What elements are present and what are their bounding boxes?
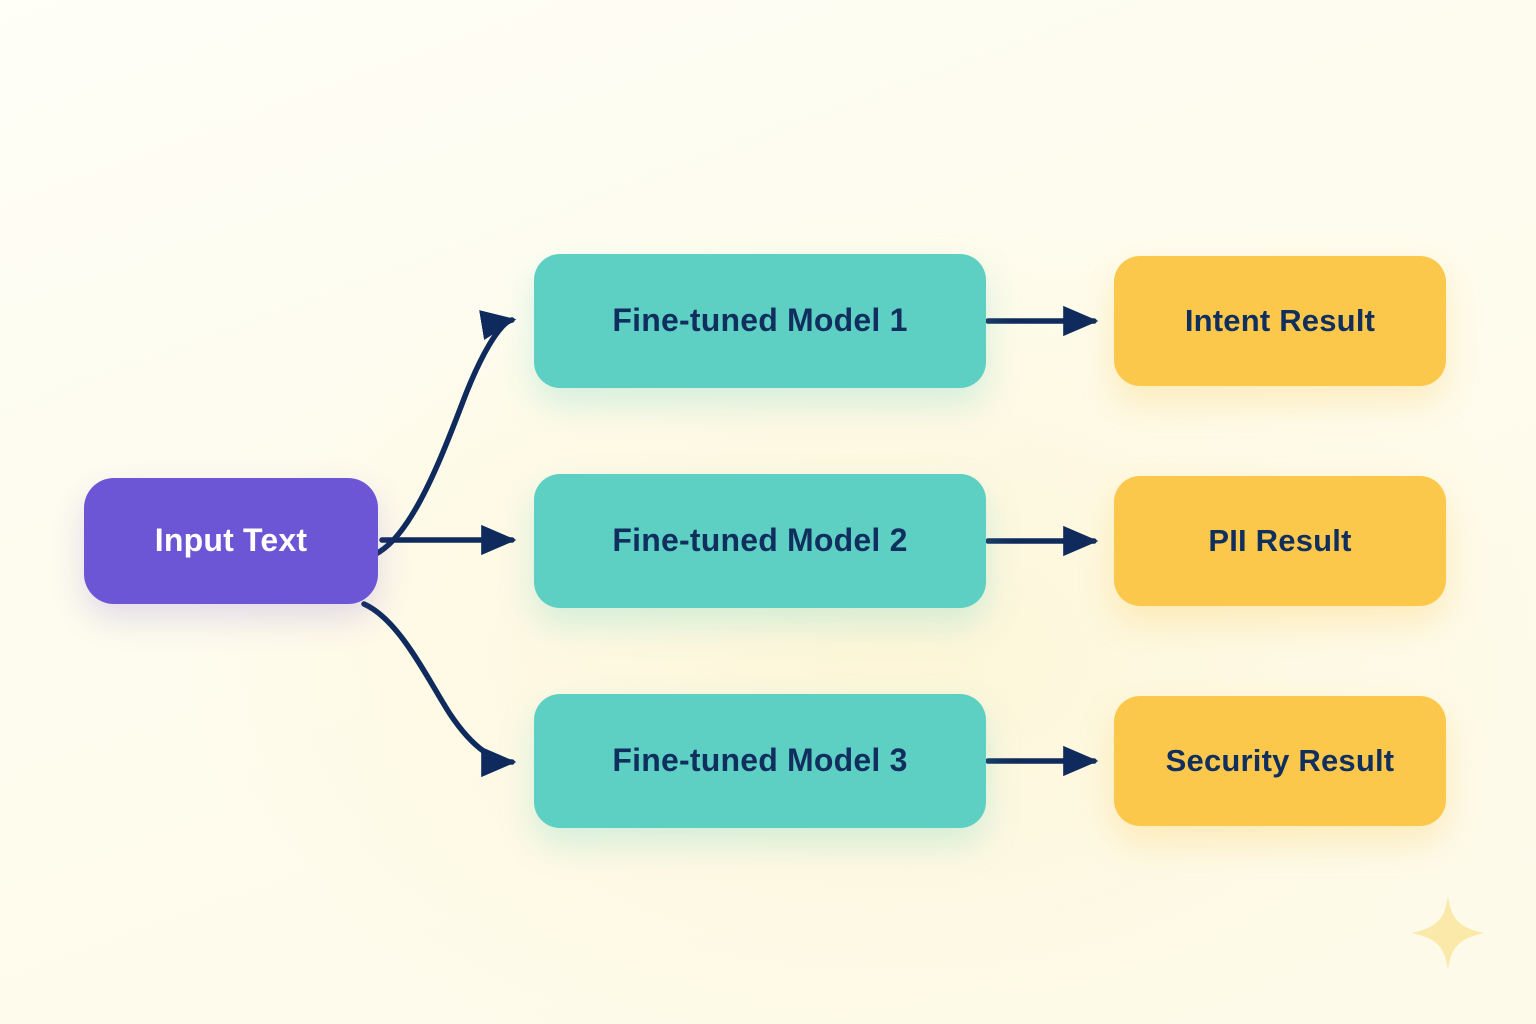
edge-input-to-model-1 — [361, 310, 517, 561]
node-security-result[interactable]: Security Result — [1114, 696, 1446, 826]
edge-input-to-model-3 — [361, 601, 517, 778]
node-pii-result[interactable]: PII Result — [1114, 476, 1446, 606]
node-input-text[interactable]: Input Text — [84, 478, 378, 604]
node-fine-tuned-model-2-label: Fine-tuned Model 2 — [612, 522, 908, 559]
node-intent-result[interactable]: Intent Result — [1114, 256, 1446, 386]
node-fine-tuned-model-1[interactable]: Fine-tuned Model 1 — [534, 254, 986, 388]
node-input-text-label: Input Text — [154, 522, 308, 559]
node-fine-tuned-model-3-label: Fine-tuned Model 3 — [612, 742, 908, 779]
node-fine-tuned-model-2[interactable]: Fine-tuned Model 2 — [534, 474, 986, 608]
node-fine-tuned-model-1-label: Fine-tuned Model 1 — [612, 302, 908, 339]
node-fine-tuned-model-3[interactable]: Fine-tuned Model 3 — [534, 694, 986, 828]
node-pii-result-label: PII Result — [1208, 522, 1352, 558]
node-security-result-label: Security Result — [1165, 742, 1395, 778]
node-intent-result-label: Intent Result — [1184, 302, 1376, 338]
